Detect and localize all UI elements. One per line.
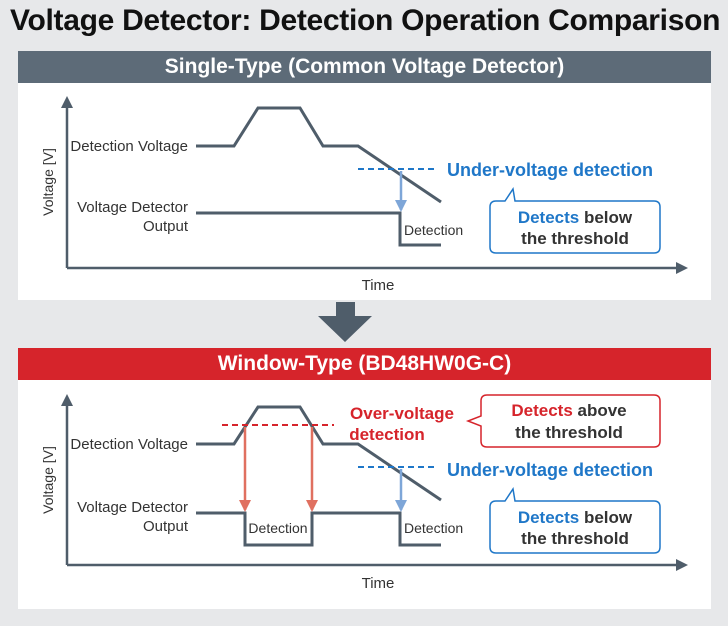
window-type-header: Window-Type (BD48HW0G-C) xyxy=(18,348,711,380)
single-callout-rest: below xyxy=(579,208,633,227)
window-detection-voltage-label: Detection Voltage xyxy=(70,436,188,453)
window-over-callout-line2: the threshold xyxy=(515,423,623,442)
window-output-waveform xyxy=(196,511,441,547)
window-under-callout-text: Detects below xyxy=(518,508,633,527)
window-y-axis-arrowhead xyxy=(61,394,73,406)
single-type-header: Single-Type (Common Voltage Detector) xyxy=(18,51,711,83)
window-detection-text-1: Detection xyxy=(248,520,307,536)
main-title: Voltage Detector: Detection Operation Co… xyxy=(10,4,721,37)
window-voltage-waveform xyxy=(196,405,442,502)
window-under-callout-bubble xyxy=(489,487,661,554)
single-x-axis-arrowhead xyxy=(676,262,688,274)
window-over-callout-bubble xyxy=(465,394,661,448)
window-xlabel: Time xyxy=(362,575,395,592)
single-detection-voltage-label: Detection Voltage xyxy=(70,138,188,155)
single-type-panel xyxy=(18,83,711,300)
transition-arrow-down xyxy=(318,302,372,342)
window-x-axis-arrowhead xyxy=(676,559,688,571)
single-ylabel: Voltage [V] xyxy=(40,148,56,216)
window-ylabel: Voltage [V] xyxy=(40,446,56,514)
window-over-callout-text: Detects above xyxy=(511,401,626,420)
window-over-voltage-label-line1: Over-voltage xyxy=(350,404,454,423)
window-under-callout-line2: the threshold xyxy=(521,529,629,548)
single-output-label-line2: Output xyxy=(143,218,189,235)
single-callout-bold: Detects xyxy=(518,208,579,227)
single-y-axis-arrowhead xyxy=(61,96,73,108)
single-output-waveform xyxy=(196,211,441,247)
single-callout-line2: the threshold xyxy=(521,229,629,248)
window-type-chart: Voltage [V] Time Detection Voltage Volta… xyxy=(40,394,688,592)
window-over-voltage-label-line2: detection xyxy=(349,425,425,444)
window-under-voltage-label: Under-voltage detection xyxy=(447,460,653,480)
single-xlabel: Time xyxy=(362,277,395,294)
single-detection-text: Detection xyxy=(404,222,463,238)
single-under-voltage-label: Under-voltage detection xyxy=(447,160,653,180)
window-detection-text-2: Detection xyxy=(404,520,463,536)
window-under-callout-bold: Detects xyxy=(518,508,579,527)
single-output-label-line1: Voltage Detector xyxy=(77,199,188,216)
window-output-label-line2: Output xyxy=(143,518,189,535)
single-voltage-waveform xyxy=(196,106,442,204)
window-over-callout-bold: Detects xyxy=(511,401,572,420)
single-callout-text: Detects below xyxy=(518,208,633,227)
window-over-callout-rest: above xyxy=(573,401,627,420)
single-type-chart: Voltage [V] Time Detection Voltage Volta… xyxy=(40,96,688,294)
window-under-callout-rest: below xyxy=(579,508,633,527)
window-output-label-line1: Voltage Detector xyxy=(77,499,188,516)
single-callout-bubble xyxy=(489,187,661,254)
